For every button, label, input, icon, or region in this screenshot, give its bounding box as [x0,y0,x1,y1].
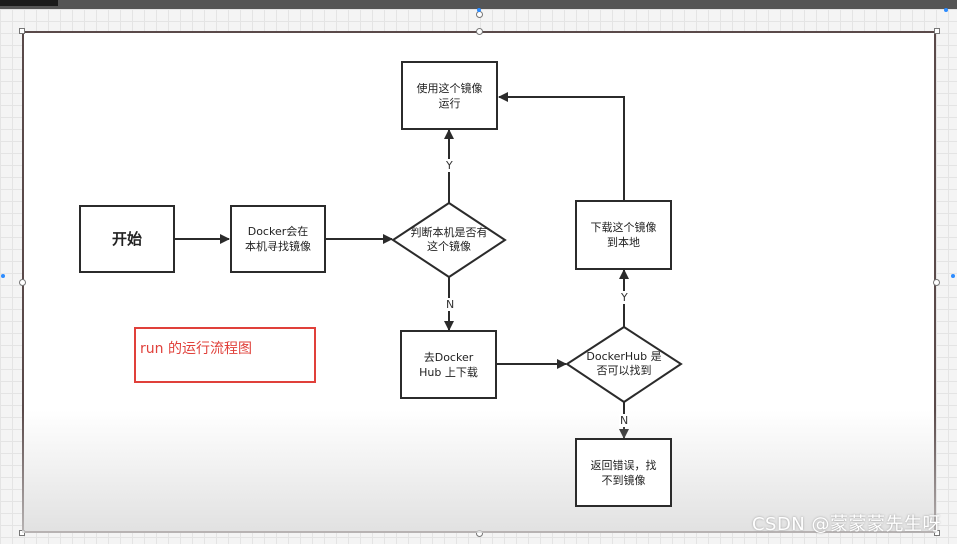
bottom-fade [22,410,936,533]
download-hub-node[interactable]: 去Docker Hub 上下载 [400,330,497,399]
error-node[interactable]: 返回错误，找 不到镜像 [575,438,672,507]
resize-handle-right[interactable] [933,279,940,286]
resize-handle-bottom-right[interactable] [934,530,940,536]
resize-handle-top-left[interactable] [19,28,25,34]
note-box[interactable]: run 的运行流程图 [134,327,316,383]
note-text: run 的运行流程图 [140,341,252,357]
label-yes-local: Y [445,159,454,172]
hub-check-text: DockerHub 是 否可以找到 [586,350,662,377]
top-bar-tag [0,0,58,6]
download-local-node[interactable]: 下载这个镜像 到本地 [575,200,672,270]
connection-point-top[interactable] [477,8,481,12]
resize-handle-top[interactable] [476,28,483,35]
connection-point-right[interactable] [951,274,955,278]
label-no-local: N [445,298,456,311]
label-yes-hub: Y [620,291,629,304]
arrow-local-to-run[interactable] [498,92,625,200]
run-image-node[interactable]: 使用这个镜像 运行 [401,61,498,130]
docker-search-node[interactable]: Docker会在 本机寻找镜像 [230,205,326,273]
top-bar [0,0,957,9]
watermark: CSDN @蒙蒙蒙先生呀 [751,514,941,535]
connection-point-left[interactable] [1,274,5,278]
start-node[interactable]: 开始 [79,205,175,273]
resize-handle-top-right[interactable] [934,28,940,34]
local-check-text: 判断本机是否有 这个镜像 [410,226,488,253]
connection-point-top-right[interactable] [944,8,948,12]
resize-handle-left[interactable] [19,279,26,286]
label-no-hub: N [619,414,630,427]
